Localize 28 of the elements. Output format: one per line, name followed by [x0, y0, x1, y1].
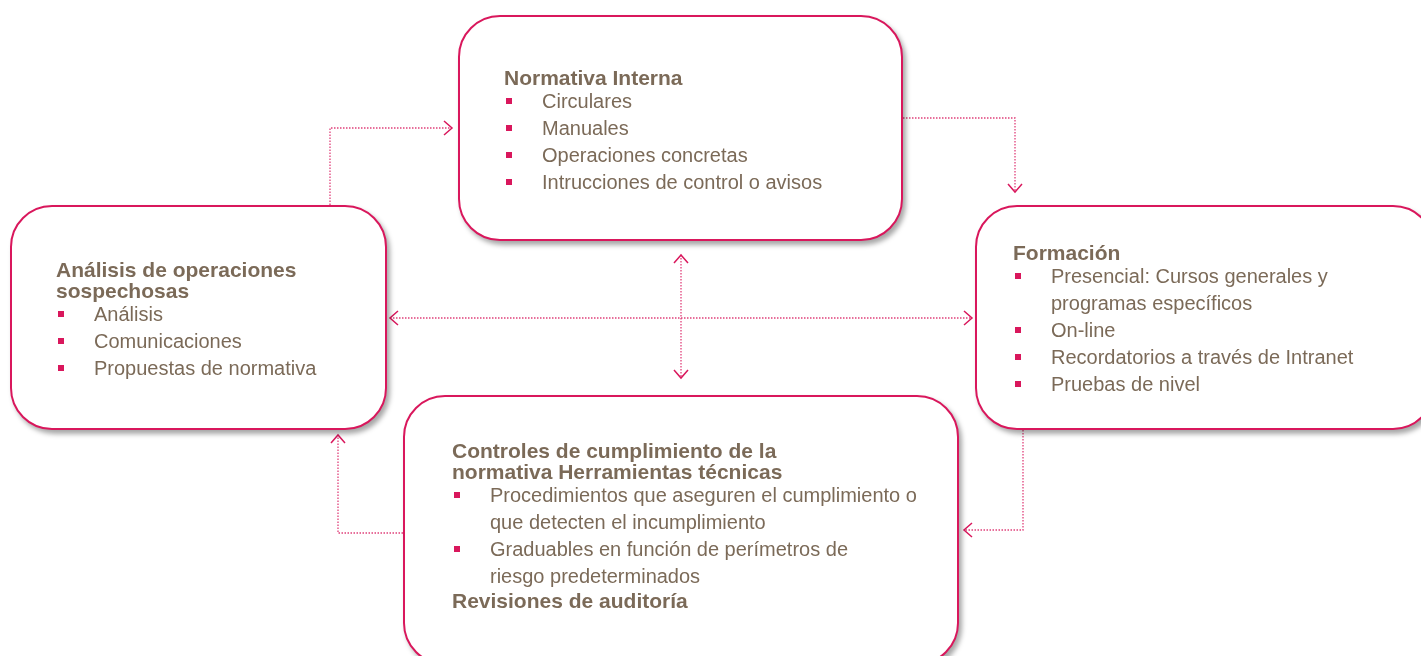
rounded-box: [403, 395, 959, 656]
bullet-text: Manuales: [542, 117, 629, 139]
bullet-text: Circulares: [542, 90, 633, 112]
dotted-arrow: [330, 434, 404, 534]
rounded-box: [10, 205, 387, 430]
dotted-arrow: [329, 120, 453, 206]
box-heading: Revisiones de auditoría: [452, 590, 689, 611]
bullet-text: On-line: [1051, 319, 1116, 341]
box-heading: Análisis de operaciones sospechosas: [56, 259, 298, 301]
dotted-arrow: [963, 429, 1024, 538]
box-heading: Formación: [1013, 242, 1122, 263]
bullet-text: Graduables en función de perímetros de riesgo predeterminados: [490, 538, 848, 587]
bullet-text: Pruebas de nivel: [1051, 373, 1200, 395]
bullet-text: Presencial: Cursos generales y programas específicos: [1051, 265, 1328, 314]
dotted-arrow: [673, 254, 689, 379]
bullet-text: Propuestas de normativa: [94, 357, 317, 379]
bullet-text: Procedimientos que aseguren el cumplimiento o que detecten el incumplimiento: [490, 484, 917, 533]
bullet-text: Comunicaciones: [94, 330, 242, 352]
rounded-box: [975, 205, 1421, 430]
bullet-text: Operaciones concretas: [542, 144, 748, 166]
box-heading: Normativa Interna: [504, 67, 684, 88]
dotted-arrow: [902, 117, 1023, 193]
box-heading: Controles de cumplimiento de la normativa Herramientas técnicas: [452, 440, 784, 482]
bullet-text: Recordatorios a través de Intranet: [1051, 346, 1354, 368]
rounded-box: [458, 15, 903, 241]
dotted-arrow: [389, 310, 973, 326]
bullet-text: Intrucciones de control o avisos: [542, 171, 823, 193]
bullet-text: Análisis: [94, 303, 163, 325]
